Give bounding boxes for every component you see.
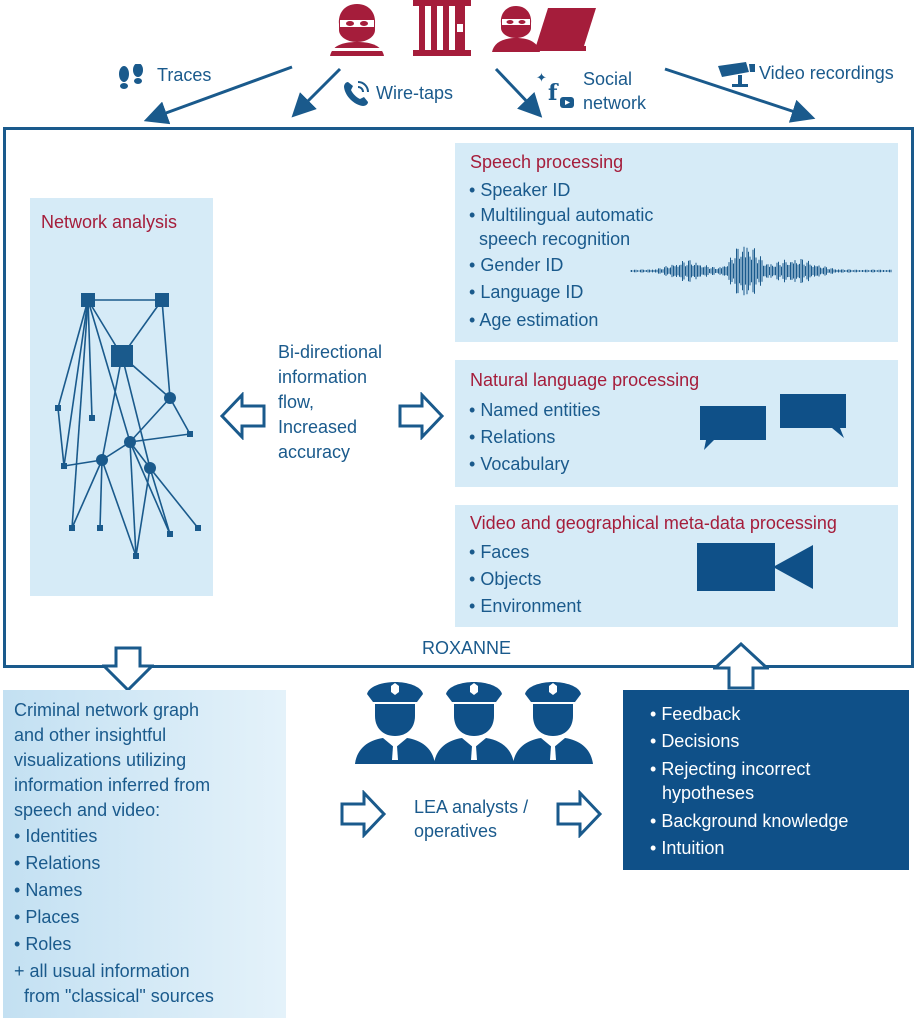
flow-text: Bi-directional information flow, Increas…	[278, 340, 382, 465]
speech-processing-title: Speech processing	[470, 152, 624, 172]
output-extra: from "classical" sources	[24, 986, 214, 1006]
video-meta-item: • Faces	[469, 542, 530, 562]
nlp-panel: Natural language processing • Named enti…	[455, 360, 898, 487]
output-line: Criminal network graph	[14, 700, 200, 720]
roxanne-label: ROXANNE	[422, 638, 512, 658]
output-item: • Identities	[14, 826, 98, 846]
speech-item: • Age estimation	[469, 310, 599, 330]
social-label-2: network	[583, 93, 647, 113]
flow-line: flow,	[278, 392, 315, 412]
video-meta-item: • Objects	[469, 569, 542, 589]
youtube-icon	[560, 97, 574, 108]
chat-bubbles-icon	[700, 394, 846, 450]
feedback-item: • Intuition	[650, 838, 725, 858]
left-hollow-arrow	[220, 392, 266, 440]
speech-item: • Language ID	[469, 282, 584, 302]
phone-icon	[344, 81, 369, 106]
cctv-icon	[718, 62, 755, 87]
feedback-item: • Decisions	[650, 731, 740, 751]
output-item: • Names	[14, 880, 83, 900]
speech-item: • Speaker ID	[469, 180, 571, 200]
feedback-item: • Feedback	[650, 704, 741, 724]
up-hollow-arrow	[713, 642, 769, 690]
output-panel: Criminal network graph and other insight…	[3, 690, 286, 1018]
network-analysis-title: Network analysis	[41, 212, 178, 232]
officer-icon	[434, 682, 514, 764]
network-graph	[55, 293, 201, 559]
feedback-item: hypotheses	[662, 783, 755, 803]
output-line: and other insightful	[14, 725, 167, 745]
video-camera-icon	[697, 543, 813, 591]
waveform-icon	[630, 246, 892, 296]
speech-item: • Multilingual automatic	[469, 205, 654, 225]
flow-line: Increased	[278, 417, 358, 437]
lea-label-1: LEA analysts /	[414, 797, 529, 817]
facebook-icon: f	[548, 80, 558, 106]
speech-processing-panel: Speech processing • Speaker ID • Multili…	[455, 143, 898, 342]
flow-line: information	[278, 367, 368, 387]
video-meta-item: • Environment	[469, 596, 582, 616]
speech-item: • Gender ID	[469, 255, 564, 275]
top-arrows	[143, 65, 816, 125]
footprints-icon	[119, 64, 143, 89]
waveform-path	[630, 246, 892, 296]
lea-in-arrow	[340, 790, 386, 838]
flow-line: accuracy	[278, 442, 351, 462]
officer-icon	[513, 682, 593, 764]
video-meta-panel: Video and geographical meta-data process…	[455, 505, 898, 627]
hacker-icon	[492, 6, 596, 52]
wiretaps-label: Wire-taps	[376, 83, 454, 103]
feedback-item: • Rejecting incorrect	[650, 759, 811, 779]
nlp-title: Natural language processing	[470, 370, 700, 390]
jail-icon	[413, 0, 471, 56]
output-item: • Relations	[14, 853, 101, 873]
video-recordings-label: Video recordings	[759, 63, 894, 83]
lea-out-arrow	[556, 790, 602, 838]
nlp-item: • Vocabulary	[469, 454, 570, 474]
social-label-1: Social	[583, 69, 633, 89]
output-line: speech and video:	[14, 800, 161, 820]
twitter-icon: ✦	[536, 70, 547, 85]
output-item: • Roles	[14, 934, 72, 954]
output-line: information inferred from	[14, 775, 211, 795]
down-hollow-arrow	[102, 646, 154, 692]
output-extra: + all usual information	[14, 961, 190, 981]
lea-label-2: operatives	[414, 821, 498, 841]
nlp-item: • Relations	[469, 427, 556, 447]
nlp-item: • Named entities	[469, 400, 601, 420]
right-hollow-arrow	[398, 392, 444, 440]
feedback-item: • Background knowledge	[650, 811, 849, 831]
network-analysis-panel: Network analysis	[30, 198, 213, 596]
output-line: visualizations utilizing	[14, 750, 187, 770]
speech-item: speech recognition	[479, 229, 631, 249]
flow-line: Bi-directional	[278, 342, 383, 362]
traces-label: Traces	[157, 65, 212, 85]
feedback-panel: • Feedback • Decisions • Rejecting incor…	[623, 690, 909, 870]
criminal-icon	[330, 4, 384, 56]
officer-icon	[355, 682, 435, 764]
output-item: • Places	[14, 907, 80, 927]
video-meta-title: Video and geographical meta-data process…	[470, 513, 837, 533]
